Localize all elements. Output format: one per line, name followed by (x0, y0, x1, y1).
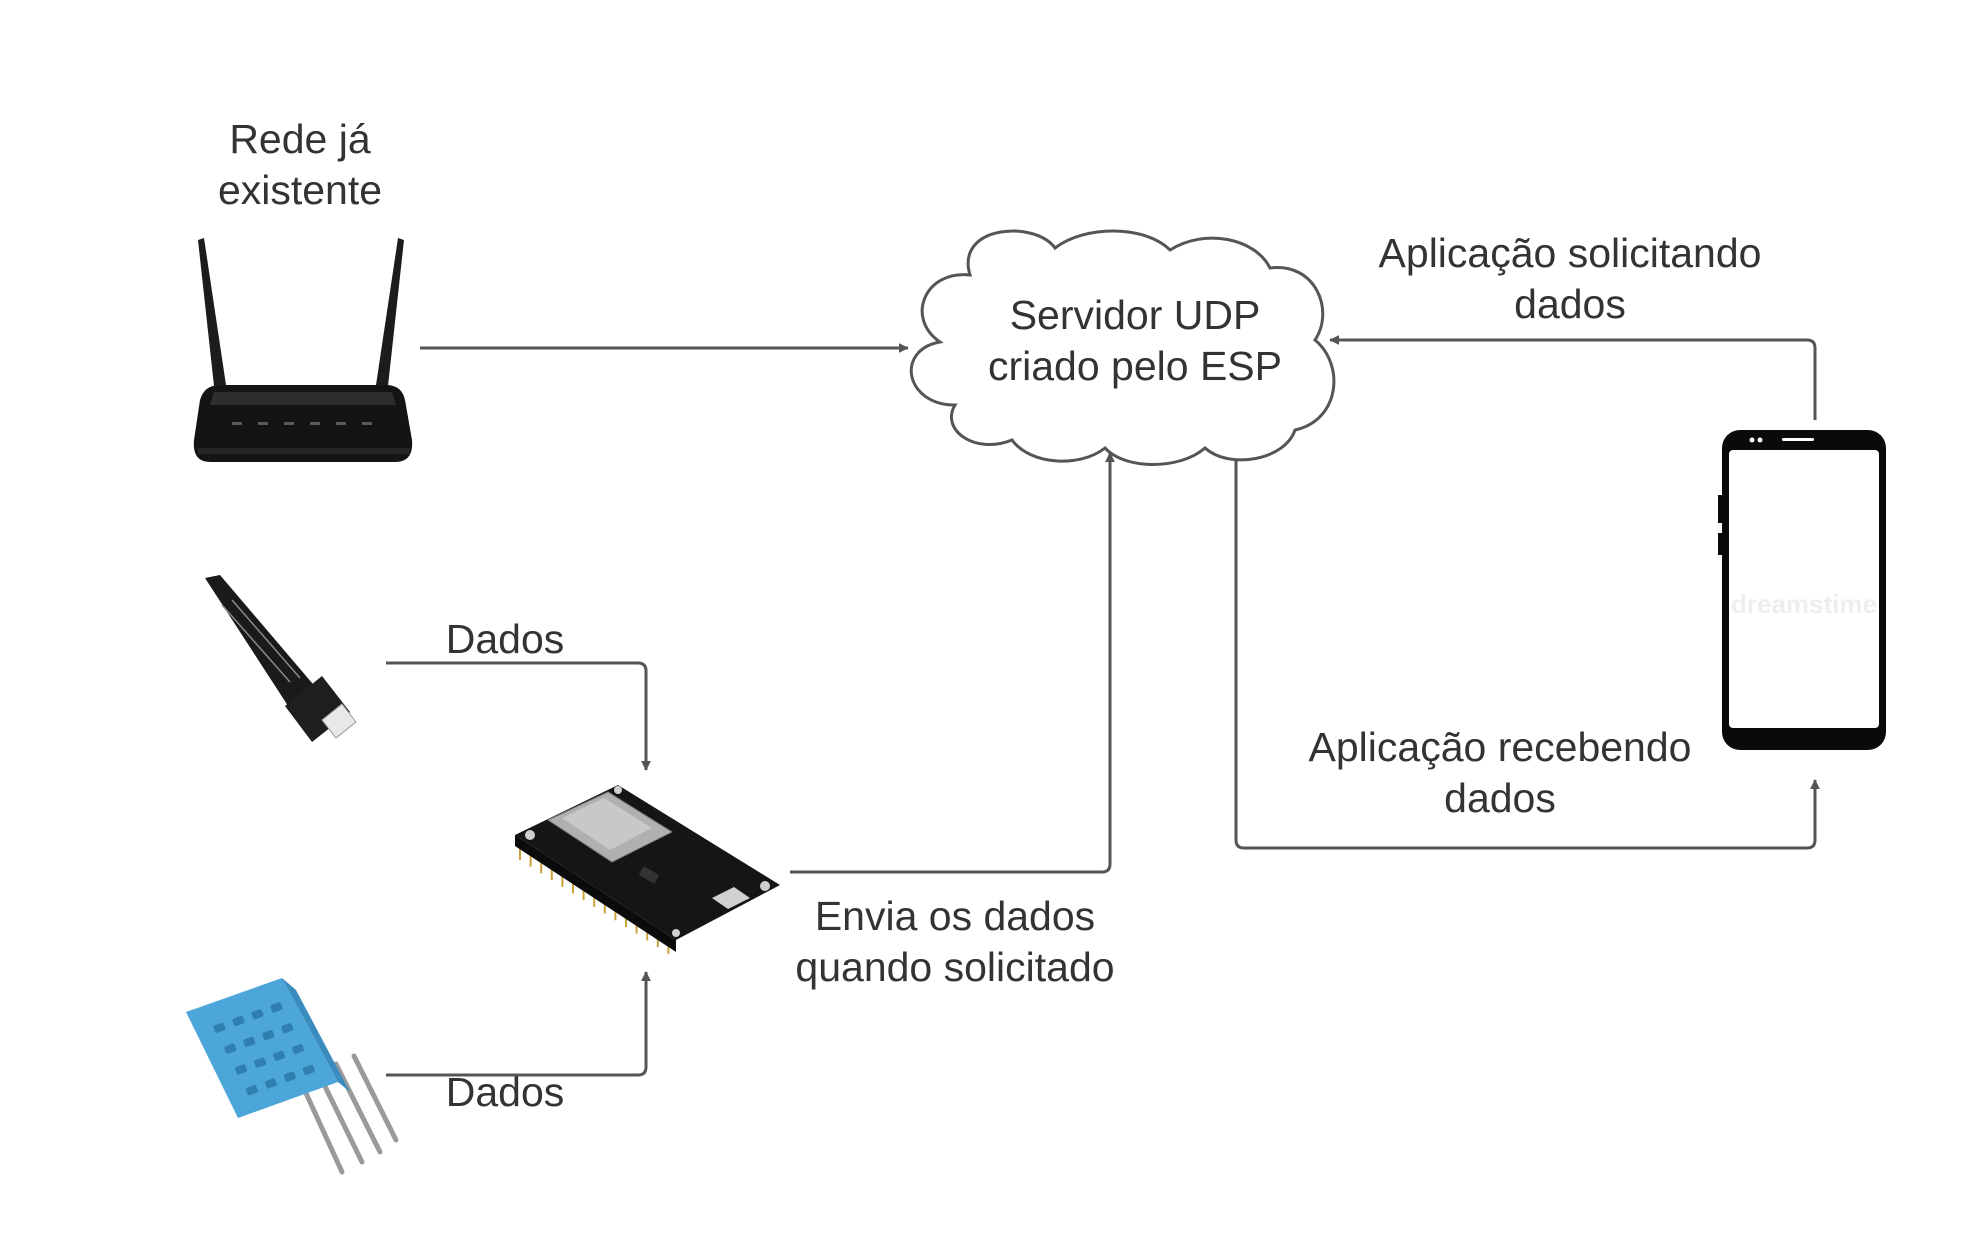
wifi-router-icon (193, 238, 413, 462)
edge-esp-to-server (790, 452, 1115, 874)
dht-grille-hole (243, 1036, 256, 1047)
edge-dht-to-esp (386, 971, 651, 1077)
server-cloud (909, 229, 1336, 466)
server-label: Servidor UDP criado pelo ESP (985, 290, 1285, 392)
dht-grille-hole (245, 1085, 258, 1096)
smartphone-icon: dreamstime (1718, 430, 1886, 750)
dht-grille-hole (273, 1050, 286, 1061)
dht-grille-hole (264, 1078, 277, 1089)
dht-grille-hole (232, 1015, 245, 1027)
esp-send-label-line-1: Envia os dados (814, 893, 1096, 939)
router-antenna-right (376, 238, 404, 386)
dht-grille-hole (254, 1057, 267, 1068)
dht-grille-hole (302, 1064, 315, 1075)
esp-send-label-line-2: quando solicitado (795, 944, 1115, 990)
nodemcu-esp8266-icon (515, 785, 780, 954)
esp-send-label: Envia os dados quando solicitado (775, 891, 1135, 993)
phone-receive-label-line-2: dados (1444, 775, 1556, 821)
dht-grille-hole (251, 1009, 264, 1020)
soil-moisture-sensor-icon (205, 575, 357, 742)
esp-usb-port (712, 887, 750, 909)
soil-sensor-head (285, 676, 350, 742)
edge-server-to-phone (1234, 445, 1820, 850)
soil-sensor-connector (321, 703, 357, 739)
phone-request-label-line-1: Aplicação solicitando (1378, 230, 1762, 276)
cloud-shape (909, 229, 1336, 466)
router-antenna-left (198, 238, 226, 386)
dht-sensor-body (186, 978, 338, 1118)
router-label-line-1: Rede já (229, 116, 371, 162)
router-label: Rede já existente (185, 114, 415, 216)
dht11-sensor-icon (186, 978, 399, 1175)
phone-receive-label-line-1: Aplicação recebendo (1308, 724, 1692, 770)
soil-sensor-probe (205, 575, 318, 712)
edge-soil-to-esp (386, 661, 651, 771)
router-label-line-2: existente (217, 167, 383, 213)
soil-data-label: Dados (445, 616, 565, 662)
server-label-line-2: criado pelo ESP (987, 343, 1282, 389)
dht-grille-hole (213, 1022, 226, 1033)
phone-screen (1729, 450, 1879, 728)
phone-watermark: dreamstime (1731, 589, 1877, 619)
phone-request-label-line-2: dados (1514, 281, 1626, 327)
edge-phone-to-server (1329, 335, 1817, 420)
connectors (386, 335, 1820, 1077)
dht-grille-hole (224, 1043, 237, 1054)
dht-grille-hole (281, 1023, 294, 1034)
dht-grille-hole (262, 1029, 275, 1041)
dht-grille-hole (283, 1071, 296, 1082)
dht-grille-hole (270, 1002, 283, 1013)
phone-receive-label: Aplicação recebendo dados (1300, 722, 1700, 824)
phone-request-label: Aplicação solicitando dados (1370, 228, 1770, 330)
dht-grille-hole (292, 1043, 305, 1055)
dht-grille-hole (235, 1064, 248, 1075)
server-label-line-1: Servidor UDP (1009, 292, 1261, 338)
dht-data-label: Dados (445, 1069, 565, 1115)
